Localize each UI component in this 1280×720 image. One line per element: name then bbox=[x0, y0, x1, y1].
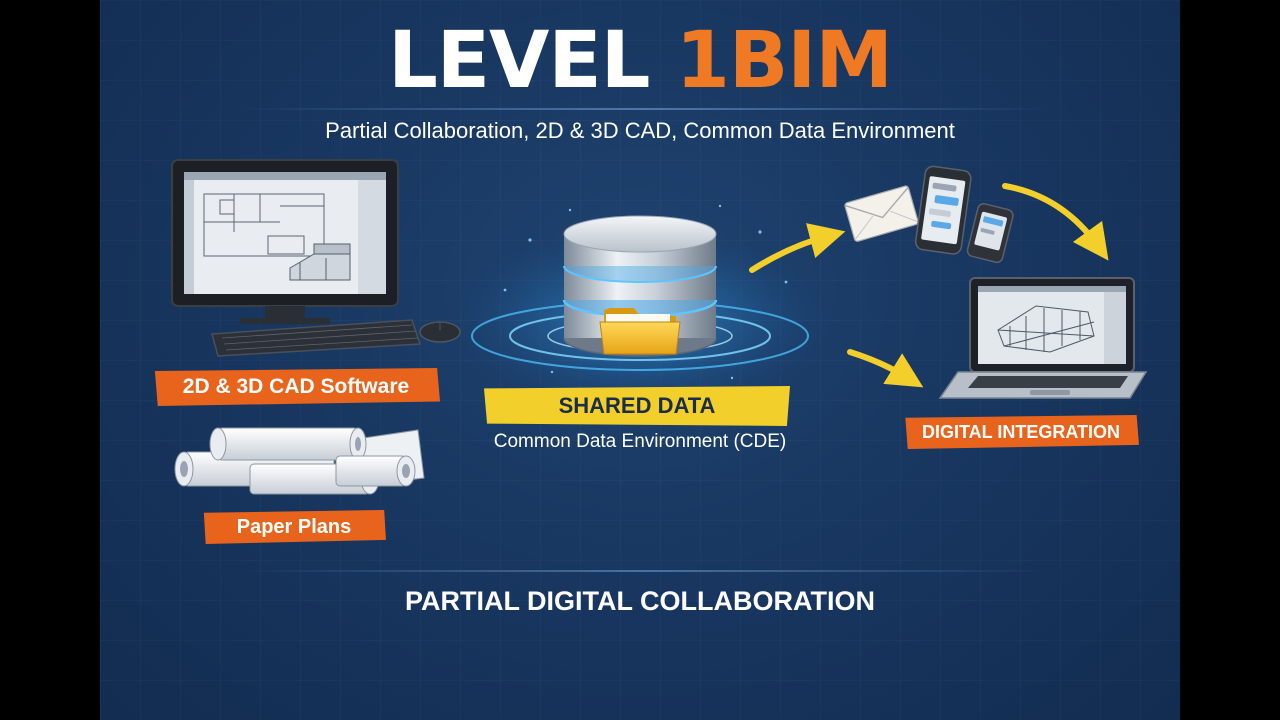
shared-data-label: SHARED DATA bbox=[484, 386, 790, 426]
illustration bbox=[171, 159, 1148, 495]
arrow-icon bbox=[749, 183, 1109, 388]
footer-divider bbox=[240, 570, 1050, 572]
rolled-plans-icon bbox=[174, 427, 425, 495]
page-title: LEVEL 1BIM bbox=[100, 22, 1180, 100]
paper-plans-label: Paper Plans bbox=[203, 510, 386, 544]
tablet-icon bbox=[966, 203, 1014, 264]
email-envelope-icon bbox=[844, 185, 919, 242]
title-divider bbox=[240, 108, 1050, 110]
title-number: 1 bbox=[675, 16, 730, 106]
title-level: LEVEL bbox=[388, 16, 650, 106]
cde-label: Common Data Environment (CDE) bbox=[493, 431, 787, 452]
cad-software-label: 2D & 3D CAD Software bbox=[154, 368, 440, 406]
folder-icon bbox=[599, 308, 681, 355]
laptop-icon bbox=[938, 277, 1148, 399]
keyboard-icon bbox=[211, 319, 422, 357]
footer-caption: PARTIAL DIGITAL COLLABORATION bbox=[405, 586, 875, 616]
slide: LEVEL 1BIM Partial Collaboration, 2D & 3… bbox=[100, 0, 1180, 720]
subtitle: Partial Collaboration, 2D & 3D CAD, Comm… bbox=[325, 118, 955, 143]
smartphone-icon bbox=[914, 165, 972, 255]
digital-integration-label: DIGITAL INTEGRATION bbox=[905, 415, 1139, 449]
desktop-computer-icon bbox=[171, 159, 399, 324]
title-bim: BIM bbox=[728, 16, 893, 106]
